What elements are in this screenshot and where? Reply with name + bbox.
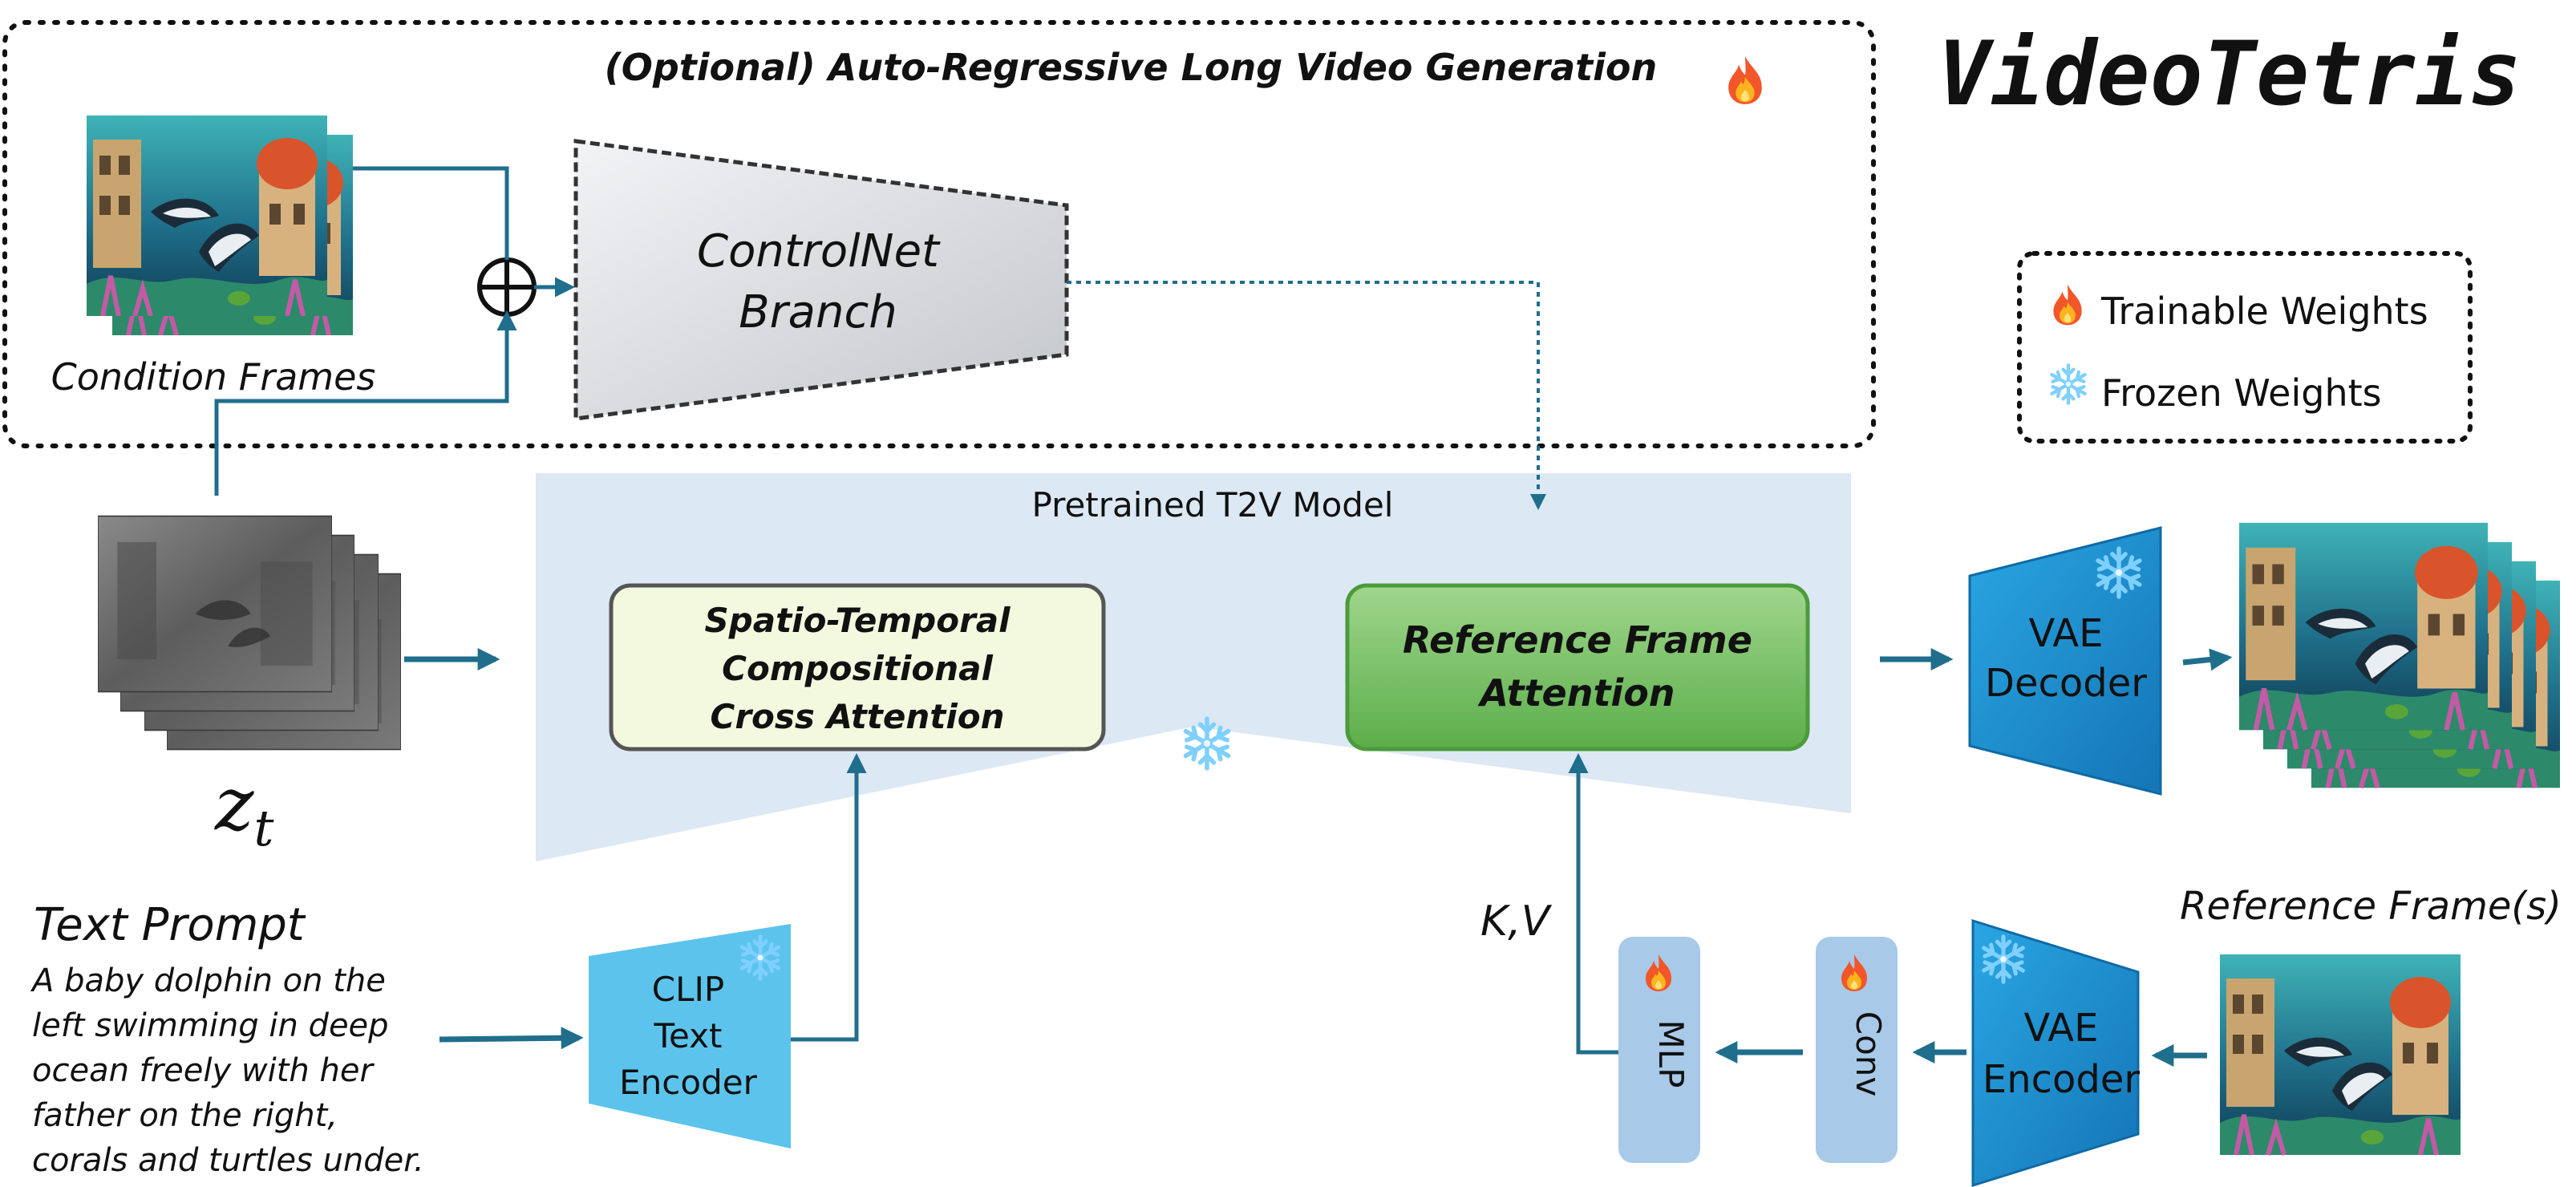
optional-box xyxy=(2,20,1876,448)
vae-decoder xyxy=(1968,526,2162,796)
page-title: VideoTetris xyxy=(1938,22,2521,125)
zt-main: z xyxy=(214,761,254,847)
vae-decoder-line1: VAE xyxy=(2029,611,2104,656)
legend-frozen: Frozen Weights xyxy=(2101,371,2382,415)
vae-decoder-line2: Decoder xyxy=(1985,661,2147,706)
stcca-line2: Compositional xyxy=(722,649,993,688)
vae-encoder xyxy=(1971,918,2140,1187)
rfa-line1: Reference Frame xyxy=(1403,618,1752,662)
clip-line3: Encoder xyxy=(619,1063,757,1102)
controlnet-label-line1: ControlNet xyxy=(697,225,941,278)
legend-box xyxy=(2017,251,2473,444)
oplus-icon xyxy=(477,257,537,317)
arrow-controlnet-to-t2v xyxy=(1067,281,1546,510)
arrow-decoder-to-output xyxy=(2182,648,2233,671)
reference-frame-image xyxy=(2220,954,2461,1155)
text-prompt-line: left swimming in deep xyxy=(32,1007,389,1044)
kv-label: K,V xyxy=(1480,897,1553,946)
zt-sub: t xyxy=(253,799,273,857)
stcca-block xyxy=(609,583,1106,751)
clip-text-encoder xyxy=(589,924,791,1149)
condition-frames-stack xyxy=(87,115,353,335)
flame-icon xyxy=(1728,56,1762,104)
reference-frames-label: Reference Frame(s) xyxy=(2180,884,2562,929)
snowflake-icon xyxy=(2051,365,2084,403)
stcca-line3: Cross Attention xyxy=(711,697,1005,736)
clip-line1: CLIP xyxy=(652,970,724,1009)
rfa-line2: Attention xyxy=(1477,671,1675,715)
flame-icon xyxy=(2053,284,2082,326)
arrow-cond-to-oplus xyxy=(353,166,509,260)
text-prompt-line: father on the right, xyxy=(32,1097,338,1134)
mlp-block xyxy=(1618,937,1700,1163)
text-prompt-line: corals and turtles under. xyxy=(32,1142,424,1179)
legend-trainable: Trainable Weights xyxy=(2100,290,2428,333)
controlnet-branch xyxy=(573,139,1069,421)
vae-encoder-line1: VAE xyxy=(2024,1006,2099,1051)
text-prompt-line: A baby dolphin on the xyxy=(30,962,386,999)
output-frames-stack xyxy=(2239,523,2560,788)
arrow-prompt-to-clip xyxy=(439,1027,584,1050)
stcca-line1: Spatio-Temporal xyxy=(704,601,1011,640)
conv-label: Conv xyxy=(1849,1011,1888,1097)
t2v-model-label: Pretrained T2V Model xyxy=(1032,485,1394,525)
condition-frames-label: Condition Frames xyxy=(51,355,376,399)
rfa-block xyxy=(1345,583,1810,751)
connectors xyxy=(214,166,2233,1067)
controlnet-label-line2: Branch xyxy=(739,286,897,338)
noisy-latents-stack xyxy=(98,515,401,751)
text-prompt-heading: Text Prompt xyxy=(34,899,306,951)
zt-label: zt xyxy=(214,761,273,857)
mlp-label: MLP xyxy=(1651,1020,1691,1088)
vae-encoder-line2: Encoder xyxy=(1983,1057,2141,1102)
snowflake-icon xyxy=(1185,719,1228,768)
text-prompt-line: ocean freely with her xyxy=(32,1052,375,1089)
arrow-zt-to-oplus xyxy=(214,310,517,496)
arrow-clip-to-stcca xyxy=(791,753,867,1042)
optional-box-label: (Optional) Auto-Regressive Long Video Ge… xyxy=(605,46,1658,89)
arrow-mlp-to-rfa xyxy=(1568,753,1618,1055)
conv-block xyxy=(1816,937,1898,1163)
clip-line2: Text xyxy=(654,1016,723,1055)
